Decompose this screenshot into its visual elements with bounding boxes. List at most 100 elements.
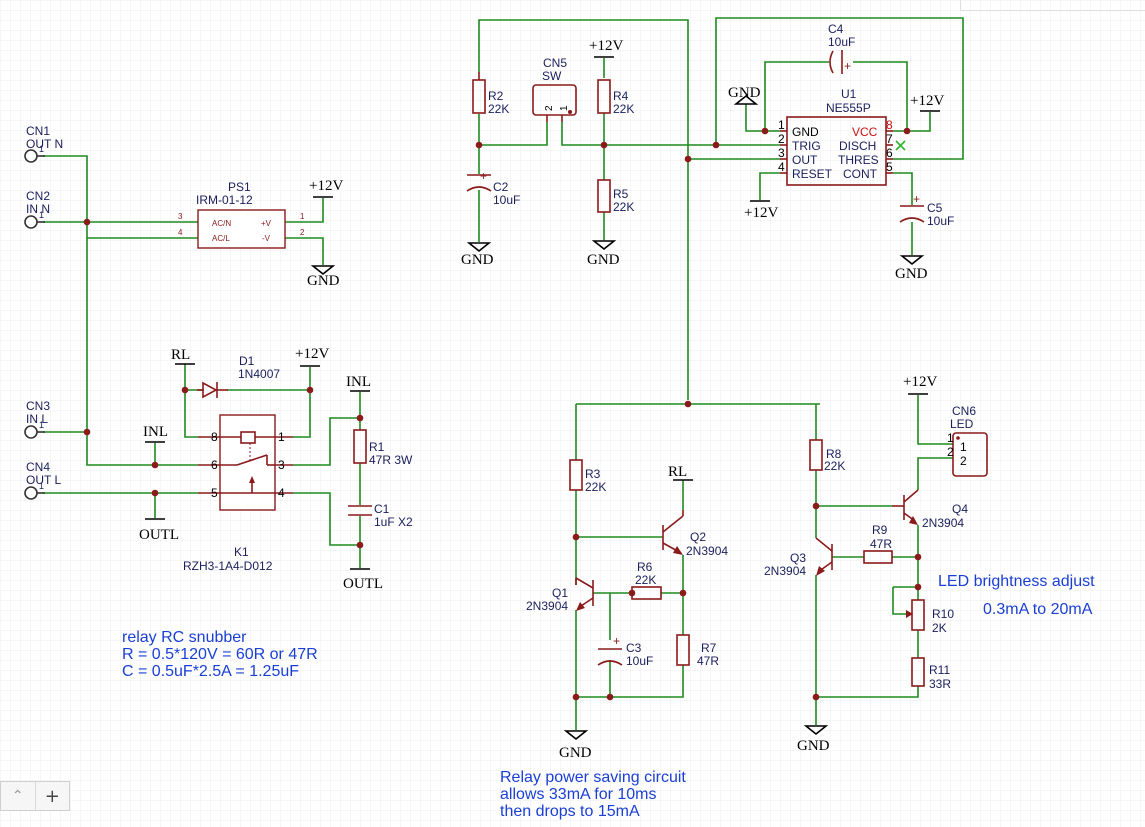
- r6-resistor[interactable]: R6 22K: [631, 560, 662, 600]
- k1-pin3: 3: [278, 458, 285, 472]
- c5-capacitor[interactable]: + C5 10uF: [899, 192, 954, 228]
- k1-relay[interactable]: 8 1 6 3 5 4 K1 RZH3-1A4-D012: [183, 414, 293, 573]
- svg-text:GND: GND: [728, 85, 761, 101]
- cn6-outer-pin1: 1: [947, 431, 954, 445]
- r3-resistor[interactable]: R3 22K: [569, 459, 606, 494]
- junctions: [83, 127, 922, 701]
- c1-capacitor[interactable]: C1 1uF X2: [348, 502, 413, 529]
- ps1-power-module[interactable]: PS1 IRM-01-12 3 4 1 2 AC/N AC/L +V -V: [178, 180, 305, 249]
- u1-trig-label: TRIG: [792, 139, 821, 153]
- u1-pin8: 8: [886, 118, 893, 132]
- q1-transistor[interactable]: Q1 2N3904: [526, 577, 594, 613]
- chevron-up-icon[interactable]: ⌃: [1, 782, 36, 810]
- v12-flag-reset: +12V: [744, 200, 778, 221]
- svg-text:OUTL: OUTL: [343, 576, 383, 592]
- svg-text:+: +: [913, 192, 920, 206]
- gnd-ps1: GND: [307, 265, 340, 289]
- outl-flag-c1: OUTL: [343, 568, 383, 592]
- u1-vcc-label: VCC: [852, 125, 878, 139]
- r1-resistor[interactable]: R1 47R 3W: [353, 429, 413, 467]
- c2-ref: C2: [493, 180, 509, 194]
- svg-text:+12V: +12V: [589, 38, 623, 54]
- c3-ref: C3: [626, 641, 642, 655]
- u1-reset-label: RESET: [792, 167, 833, 181]
- v12-flag-d1: +12V: [295, 346, 329, 367]
- r8-resistor[interactable]: R8 22K: [809, 439, 845, 473]
- k1-value: RZH3-1A4-D012: [183, 559, 273, 573]
- cn6-led-connector[interactable]: CN6 LED 1 2 1 2: [947, 404, 988, 477]
- r2-value: 22K: [488, 102, 509, 116]
- cn4-name: OUT L: [26, 473, 61, 487]
- svg-text:+: +: [480, 169, 487, 183]
- r2-resistor[interactable]: R2 22K: [472, 72, 509, 116]
- cn4-pin: 1: [39, 481, 44, 491]
- cn3-name: IN L: [26, 412, 48, 426]
- ps1-vplus-label: +V: [261, 219, 272, 228]
- cn2-connector[interactable]: CN2 IN N 1: [24, 189, 50, 229]
- c3-capacitor[interactable]: + C3 10uF: [597, 634, 653, 668]
- k1-pin6: 6: [211, 458, 218, 472]
- cn3-connector[interactable]: CN3 IN L 1: [24, 399, 50, 439]
- r5-resistor[interactable]: R5 22K: [597, 179, 634, 214]
- k1-ref: K1: [234, 545, 249, 559]
- c4-ref: C4: [828, 22, 844, 36]
- d1-value: 1N4007: [238, 367, 280, 381]
- svg-text:GND: GND: [895, 266, 928, 282]
- cn4-connector[interactable]: CN4 OUT L 1: [24, 460, 61, 500]
- cn5-ref: CN5: [543, 56, 567, 70]
- svg-text:allows 33mA for 10ms: allows 33mA for 10ms: [500, 786, 657, 803]
- inl-flag-k1: INL: [143, 424, 168, 443]
- ps1-pin1: 1: [300, 212, 305, 221]
- outl-flag-k1: OUTL: [139, 518, 179, 543]
- svg-text:then drops to 15mA: then drops to 15mA: [500, 803, 640, 820]
- d1-ref: D1: [239, 354, 255, 368]
- cn1-name: OUT N: [26, 137, 63, 151]
- r11-resistor[interactable]: R11 33R: [911, 657, 951, 691]
- r9-resistor[interactable]: R9 47R: [863, 523, 893, 564]
- r7-resistor[interactable]: R7 47R: [676, 634, 719, 668]
- cn5-switch-connector[interactable]: CN5 SW 2 1: [532, 56, 577, 122]
- q2-transistor[interactable]: Q2 2N3904: [662, 510, 728, 558]
- cn6-ref: CN6: [952, 404, 976, 418]
- svg-text:INL: INL: [346, 374, 371, 390]
- c2-capacitor[interactable]: + C2 10uF: [466, 169, 520, 207]
- c4-capacitor[interactable]: + C4 10uF: [828, 22, 855, 74]
- wires: [43, 17, 964, 730]
- r3-value: 22K: [585, 480, 606, 494]
- snubber-note: relay RC snubber R = 0.5*120V = 60R or 4…: [122, 629, 318, 680]
- u1-pin5: 5: [886, 160, 893, 174]
- d1-diode[interactable]: D1 1N4007: [197, 354, 280, 399]
- cn6-inner-pin2: 2: [960, 454, 967, 468]
- no-connect-icon: [895, 140, 906, 151]
- q3-transistor[interactable]: Q3 2N3904: [764, 537, 833, 578]
- c1-value: 1uF X2: [374, 515, 413, 529]
- r8-value: 22K: [824, 459, 845, 473]
- add-button[interactable]: +: [44, 785, 60, 807]
- u1-out-label: OUT: [792, 153, 818, 167]
- svg-text:RL: RL: [171, 347, 190, 363]
- r5-value: 22K: [613, 200, 634, 214]
- cn2-name: IN N: [26, 202, 50, 216]
- q1-value: 2N3904: [526, 599, 568, 613]
- u1-ne555-timer[interactable]: U1 NE555P 1 2 3 4 8 7 6 5 GND TRIG OUT R…: [778, 87, 906, 186]
- r4-value: 22K: [613, 102, 634, 116]
- r4-resistor[interactable]: R4 22K: [597, 79, 634, 116]
- q4-transistor[interactable]: Q4 2N3904: [892, 489, 968, 530]
- cn1-connector[interactable]: CN1 OUT N 1: [24, 124, 63, 163]
- q2-value: 2N3904: [686, 544, 728, 558]
- r11-ref: R11: [929, 663, 950, 677]
- svg-text:+: +: [844, 59, 851, 73]
- cn2-pin: 1: [39, 210, 44, 220]
- ps1-acn-label: AC/N: [212, 219, 231, 228]
- svg-text:+12V: +12V: [309, 178, 343, 194]
- cn4-ref: CN4: [26, 460, 50, 474]
- r10-potentiometer[interactable]: R10 2K: [906, 599, 954, 635]
- cn1-pin: 1: [39, 144, 44, 154]
- cn3-pin: 1: [39, 420, 44, 430]
- r6-value: 22K: [635, 573, 656, 587]
- v12-flag-r4: +12V: [589, 38, 623, 58]
- gnd-r5: GND: [587, 240, 620, 268]
- gnd-q1: GND: [559, 730, 592, 761]
- svg-text:+12V: +12V: [295, 346, 329, 362]
